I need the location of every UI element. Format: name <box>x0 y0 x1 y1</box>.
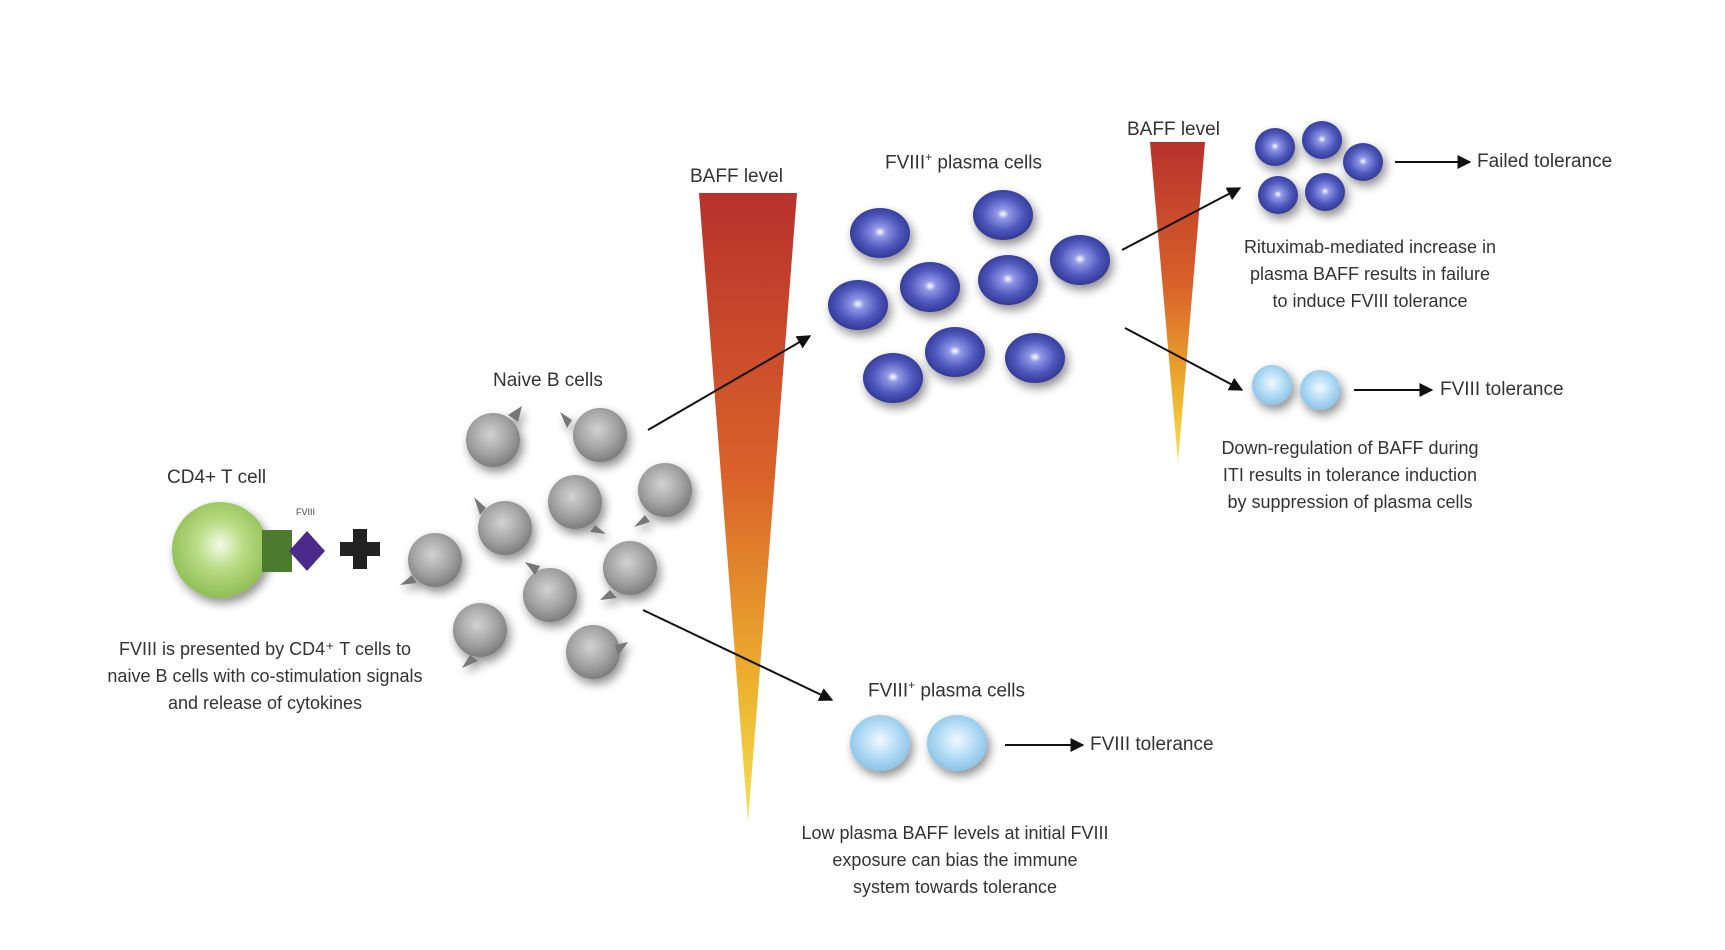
plasma-cell <box>1255 128 1295 166</box>
caption-line: ITI results in tolerance induction <box>1222 465 1478 485</box>
plasma-cell-cluster-upper <box>828 190 1110 403</box>
plasma-cell <box>1343 143 1383 181</box>
fviii-antigen-label: FVIII <box>296 507 316 517</box>
plasma-cells-label-upper: FVIII+ plasma cells <box>885 150 1042 174</box>
caption-line: to induce FVIII tolerance <box>1272 291 1468 311</box>
naive-b-cell <box>400 533 462 587</box>
naive-b-cell <box>560 408 627 462</box>
plasma-cell <box>1258 176 1298 214</box>
plasma-cell <box>1050 235 1110 285</box>
caption-line: plasma BAFF results in failure <box>1249 264 1491 284</box>
caption-line: and release of cytokines <box>167 693 363 713</box>
plasma-cells-label-lower: FVIII+ plasma cells <box>868 678 1025 702</box>
plasma-label-prefix: FVIII <box>868 680 909 702</box>
plasma-cell-light <box>927 715 987 771</box>
plasma-cell-pair-tolerance-lower <box>850 715 987 771</box>
naive-b-cell <box>600 541 657 600</box>
caption-line: by suppression of plasma cells <box>1227 492 1473 512</box>
caption-presentation: FVIII is presented by CD4⁺ T cells to na… <box>55 636 475 717</box>
plasma-cell <box>978 255 1038 305</box>
naive-b-cells-label: Naive B cells <box>493 370 603 391</box>
fviii-antigen-icon <box>289 531 325 571</box>
naive-b-cell <box>453 603 507 668</box>
outcome-fviii-tolerance-upper: FVIII tolerance <box>1440 379 1564 400</box>
plasma-cell <box>900 262 960 312</box>
naive-b-cell-cluster <box>400 406 692 679</box>
arrow-plasma-to-failed <box>1121 187 1242 251</box>
plasma-cell <box>828 280 888 330</box>
plasma-cell-cluster-failed <box>1255 121 1383 214</box>
caption-line: Rituximab-mediated increase in <box>1243 237 1497 257</box>
t-cell-label: CD4+ T cell <box>167 467 267 488</box>
naive-b-cell <box>634 463 692 527</box>
caption-line: system towards tolerance <box>852 877 1058 897</box>
mhc-receptor <box>262 530 292 572</box>
naive-b-cell <box>566 625 628 679</box>
plasma-label-prefix: FVIII <box>885 152 926 174</box>
naive-b-cell <box>548 475 606 534</box>
naive-b-cell <box>466 406 522 467</box>
caption-line: naive B cells with co-stimulation signal… <box>107 666 423 686</box>
caption-downregulation: Down-regulation of BAFF during ITI resul… <box>1180 435 1520 516</box>
plasma-label-suffix: plasma cells <box>915 680 1025 702</box>
plasma-cell-light <box>850 715 910 771</box>
plasma-cell <box>1005 333 1065 383</box>
caption-low-baff: Low plasma BAFF levels at initial FVIII … <box>745 820 1165 901</box>
plasma-label-sup: + <box>908 678 916 692</box>
arrow-plasma-to-tolerance <box>1124 327 1244 391</box>
arrow-naive-to-plasma-lower <box>642 609 834 701</box>
caption-line: exposure can bias the immune <box>832 850 1078 870</box>
plasma-cell <box>863 353 923 403</box>
baff-level-label-main: BAFF level <box>690 166 783 187</box>
plasma-cell <box>1302 121 1342 159</box>
outcome-fviii-tolerance-lower: FVIII tolerance <box>1090 734 1214 755</box>
naive-b-cell <box>523 562 577 622</box>
plasma-cell <box>1305 173 1345 211</box>
baff-level-label-secondary: BAFF level <box>1127 119 1220 140</box>
plasma-label-suffix: plasma cells <box>932 152 1042 174</box>
caption-line: Down-regulation of BAFF during <box>1221 438 1479 458</box>
caption-line: FVIII is presented by CD4⁺ T cells to <box>119 639 411 659</box>
arrow-naive-to-plasma-upper <box>647 335 812 431</box>
plasma-cell-light <box>1300 370 1340 410</box>
plasma-cell <box>925 327 985 377</box>
caption-line: Low plasma BAFF levels at initial FVIII <box>801 823 1109 843</box>
plasma-label-sup: + <box>925 150 933 164</box>
outcome-failed-tolerance: Failed tolerance <box>1477 151 1613 172</box>
plasma-cell <box>850 208 910 258</box>
baff-gradient-wedge-secondary <box>1150 142 1205 462</box>
plasma-cell <box>973 190 1033 240</box>
plasma-cell-light <box>1252 365 1292 405</box>
plasma-cell-pair-tolerance-upper <box>1252 365 1340 410</box>
naive-b-cell <box>474 497 532 555</box>
plus-icon <box>340 529 380 569</box>
caption-rituximab: Rituximab-mediated increase in plasma BA… <box>1210 234 1530 315</box>
baff-gradient-wedge-main <box>699 193 797 822</box>
cd4-t-cell <box>172 502 325 598</box>
arrows <box>642 155 1472 752</box>
